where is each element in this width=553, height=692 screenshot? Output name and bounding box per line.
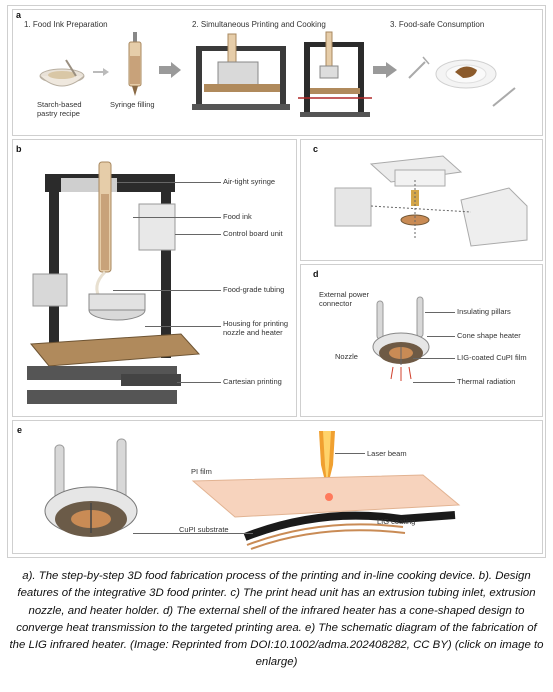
callout-b-4: Housing for printing nozzle and heater — [223, 319, 289, 337]
callout-b-5: Cartesian printing — [223, 377, 282, 386]
leader-line — [177, 382, 221, 383]
syringe-label: Syringe filling — [110, 100, 155, 109]
plate-illustration — [435, 59, 497, 89]
print-head-exploded-illustration — [334, 155, 528, 247]
recipe-label: Starch-based pastry recipe — [37, 100, 82, 118]
leader-line — [117, 182, 221, 183]
leader-line — [425, 312, 455, 313]
leader-line — [145, 326, 221, 327]
callout-b-2: Control board unit — [223, 229, 283, 238]
knife-icon — [492, 87, 516, 107]
pastry-bowl-illustration — [39, 59, 85, 87]
leader-line — [413, 358, 455, 359]
leader-line — [133, 533, 253, 534]
panel-e-label: e — [17, 425, 23, 435]
panel-b-label: b — [16, 144, 22, 154]
callout-b-0: Air-tight syringe — [223, 177, 276, 186]
leader-line — [133, 217, 221, 218]
leader-line — [113, 290, 221, 291]
callout-d-0: Insulating pillars — [457, 307, 511, 316]
leader-line — [427, 336, 455, 337]
figure-caption: a). The step-by-step 3D food fabrication… — [9, 570, 544, 669]
callout-d-1: Cone shape heater — [457, 331, 521, 340]
callout-b-3: Food-grade tubing — [223, 285, 285, 294]
arrow-icon — [373, 62, 397, 78]
panel-d: d External power connector Nozzle Insula… — [300, 264, 543, 417]
lig-coating-illustration — [243, 511, 456, 550]
panel-b: b Air-tight syringe Food ink Control boa… — [12, 139, 297, 417]
step-3-title: 3. Food-safe Consumption — [390, 20, 485, 29]
arrow-icon — [93, 68, 109, 76]
leader-line — [335, 453, 365, 454]
pi-film-label: PI film — [191, 467, 212, 476]
external-power-label: External power connector — [319, 290, 370, 308]
arrow-icon — [159, 62, 181, 78]
heater-illustration — [372, 296, 430, 381]
printer-frame-illustration — [298, 31, 372, 117]
printer-cooking-illustration — [192, 33, 290, 110]
panel-a-label: a — [16, 10, 22, 20]
lig-label: LIG coating — [377, 517, 416, 526]
laser-beam-icon — [319, 431, 335, 489]
leader-line — [413, 382, 455, 383]
cupi-label: CuPI substrate — [179, 525, 229, 534]
panel-c: c — [300, 139, 543, 261]
nozzle-label: Nozzle — [335, 352, 358, 361]
panel-a: a 1. Food Ink Preparation 2. Simultaneou… — [12, 9, 543, 136]
callout-d-2: LIG-coated CuPI film — [457, 353, 527, 362]
step-1-title: 1. Food Ink Preparation — [24, 20, 108, 29]
callout-b-1: Food ink — [223, 212, 252, 221]
panel-c-label: c — [313, 144, 319, 154]
callout-d-3: Thermal radiation — [457, 377, 516, 386]
fork-icon — [408, 56, 430, 79]
figure[interactable]: a 1. Food Ink Preparation 2. Simultaneou… — [7, 5, 546, 558]
laser-label: Laser beam — [367, 449, 407, 458]
syringe-illustration — [128, 32, 142, 96]
panel-d-label: d — [313, 269, 319, 279]
step-2-title: 2. Simultaneous Printing and Cooking — [192, 20, 326, 29]
leader-line — [175, 234, 221, 235]
panel-e: e Laser beam PI film LIG coating CuPI su… — [12, 420, 543, 554]
3d-printer-illustration — [27, 161, 201, 404]
heater-closeup-illustration — [44, 438, 138, 537]
pi-film-illustration — [191, 474, 461, 518]
